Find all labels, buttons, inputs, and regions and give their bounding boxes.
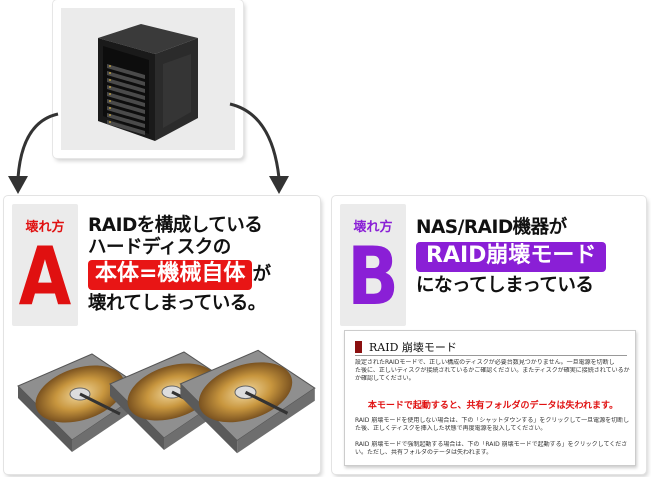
- raid-text-line: た後に、正しいディスクが接続されているかご確認ください。またディスクが確実に接続…: [355, 367, 630, 374]
- desc-a-line4: 壊れてしまっている。: [88, 293, 266, 314]
- highlight-a-suffix: が: [252, 264, 271, 285]
- raid-text-line: 設定されたRAIDモードで、正しい構成のディスクが必要台数見つかりません。一旦電…: [355, 359, 615, 366]
- desc-b-line1: NAS/RAID機器が: [416, 217, 567, 238]
- drive-bay-slot: [107, 85, 145, 100]
- drive-bay-slot: [107, 92, 145, 107]
- drive-bay-slot: [107, 78, 145, 93]
- tag-box-a: 壊れ方 A: [12, 204, 78, 326]
- raid-text-line: い。ただし、共有フォルダのデータは失われます。: [355, 449, 493, 456]
- drive-bay-slot: [107, 120, 145, 135]
- drive-bay-led: [109, 121, 111, 123]
- drive-bay-led: [109, 114, 111, 116]
- drive-bay-led: [109, 93, 111, 95]
- server-tower-icon: [98, 24, 198, 141]
- highlight-a: 本体=機械自体: [88, 260, 253, 290]
- raid-title-row: RAID 崩壊モード: [355, 341, 627, 356]
- panel-a: 壊れ方 A RAIDを構成している ハードディスクの 本体=機械自体が 壊れてし…: [4, 196, 320, 474]
- drive-bay-slot: [107, 113, 145, 128]
- hard-disk-icons: [17, 349, 316, 454]
- desc-b-line2: RAID崩壊モード: [416, 242, 607, 272]
- drive-bay-led: [109, 107, 111, 109]
- desc-a-line2: ハードディスクの: [88, 237, 231, 258]
- tag-box-b: 壊れ方 B: [340, 204, 406, 326]
- raid-collapse-mode-window: RAID 崩壊モード 設定されたRAIDモードで、正しい構成のディスクが必要台数…: [344, 330, 636, 466]
- drive-bay-slot: [107, 64, 145, 79]
- drive-bay-led: [109, 72, 111, 74]
- raid-title: RAID 崩壊モード: [369, 341, 457, 354]
- drive-bay-led: [109, 65, 111, 67]
- raid-text-line: RAID 崩壊モードを使用しない場合は、下の「シャットダウンする」をクリックして…: [355, 417, 630, 424]
- tag-label-b: 壊れ方: [353, 220, 393, 235]
- drive-bay-slot: [107, 106, 145, 121]
- raid-text-line: か確認してください。: [355, 375, 415, 382]
- desc-a-line1: RAIDを構成している: [88, 215, 263, 236]
- drive-bay-led: [109, 100, 111, 102]
- server-card: [53, 0, 243, 158]
- drive-bay-slot: [107, 71, 145, 86]
- highlight-b: RAID崩壊モード: [416, 242, 607, 272]
- panel-b: 壊れ方 B NAS/RAID機器が RAID崩壊モード になってしまっている R…: [332, 196, 646, 474]
- drive-bay-slot: [107, 99, 145, 114]
- raid-warning: 本モードで起動すると、共有フォルダのデータは失われます。: [367, 401, 619, 411]
- raid-title-marker: [355, 341, 362, 353]
- raid-text-line: RAID 崩壊モードで強制起動する場合は、下の「RAID 崩壊モードで起動する」…: [355, 441, 628, 448]
- desc-a-line3: 本体=機械自体が: [88, 260, 271, 290]
- drive-bay-led: [109, 79, 111, 81]
- left-arrow: [8, 112, 59, 194]
- tag-label-a: 壊れ方: [25, 220, 65, 235]
- raid-text-line: た後、正しくディスクを挿入した状態で再度電源を投入してください。: [355, 425, 547, 432]
- right-arrow: [229, 102, 289, 194]
- desc-b-line3: になってしまっている: [416, 275, 594, 296]
- drive-bay-led: [109, 86, 111, 88]
- tag-letter-a: A: [18, 230, 72, 323]
- hard-disk-icon: [179, 349, 316, 454]
- tag-letter-b: B: [347, 230, 399, 323]
